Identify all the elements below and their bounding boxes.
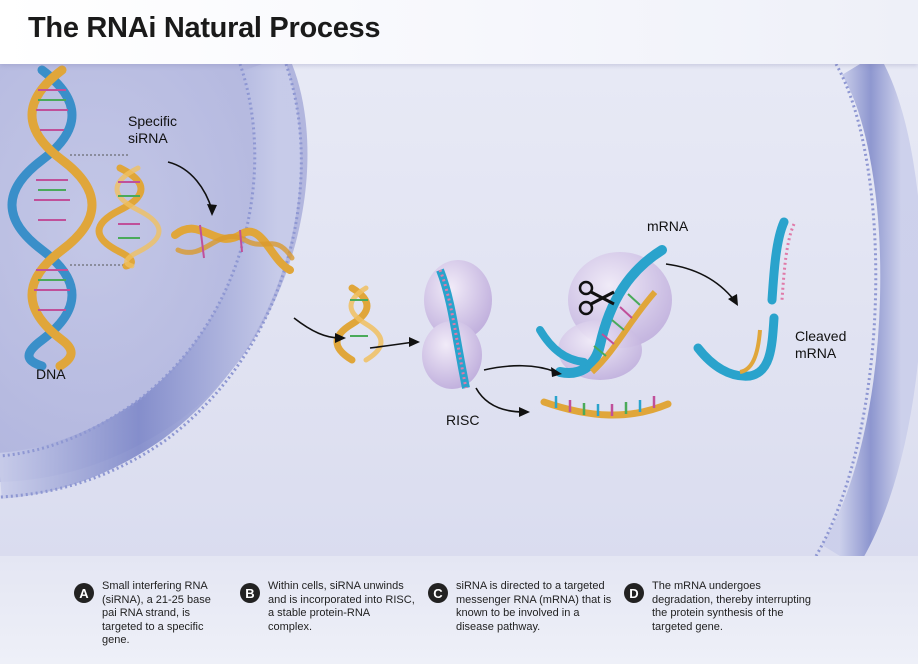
step-text: Within cells, siRNA unwinds and is incor… [268,580,415,633]
sirna-released-strand [540,396,672,419]
dna-helix [7,65,97,371]
label-specific-sirna: Specific siRNA [128,113,178,146]
label-dna: DNA [36,366,66,382]
step-text: The mRNA undergoes degradation, thereby … [652,580,811,633]
label-mrna: mRNA [647,218,689,234]
risc-complex [422,260,492,389]
cell-membrane-edge [814,63,878,557]
nuclear-membrane-outer-edge [0,63,303,499]
step-text: siRNA is directed to a targeted messenge… [456,580,612,633]
label-cleaved-mrna: Cleaved mRNA [795,328,847,361]
arrow-risc-to-mrna [483,364,557,373]
step-c: C siRNA is directed to a targeted messen… [428,580,612,634]
arrow-mrna-to-cleaved [665,263,735,301]
step-badge: A [74,583,94,603]
label-risc: RISC [446,412,480,428]
cleaved-mrna [693,217,796,381]
sirna-unwinding [333,284,384,364]
arrow-unwind-to-risc [369,341,415,349]
step-a: A Small interfering RNA (siRNA), a 21-25… [74,580,224,648]
title-bar: The RNAi Natural Process [0,0,918,64]
cell-membrane [821,53,918,568]
step-b: B Within cells, siRNA unwinds and is inc… [240,580,416,634]
arrow-risc-to-released [475,387,525,413]
sirna-helix [95,164,162,270]
scissors-icon [578,280,615,316]
arrow-heads [207,204,738,417]
steps-legend: A Small interfering RNA (siRNA), a 21-25… [0,556,918,664]
step-text: Small interfering RNA (siRNA), a 21-25 b… [102,580,211,646]
step-badge: B [240,583,260,603]
arrow-membrane-to-cytoplasm [293,317,341,339]
step-badge: C [428,583,448,603]
nuclear-membrane [0,56,301,499]
page-title: The RNAi Natural Process [28,12,381,44]
step-d: D The mRNA undergoes degradation, thereb… [624,580,824,634]
mrna-target-complex [536,245,672,380]
step-badge: D [624,583,644,603]
sirna-crossing [171,224,295,274]
